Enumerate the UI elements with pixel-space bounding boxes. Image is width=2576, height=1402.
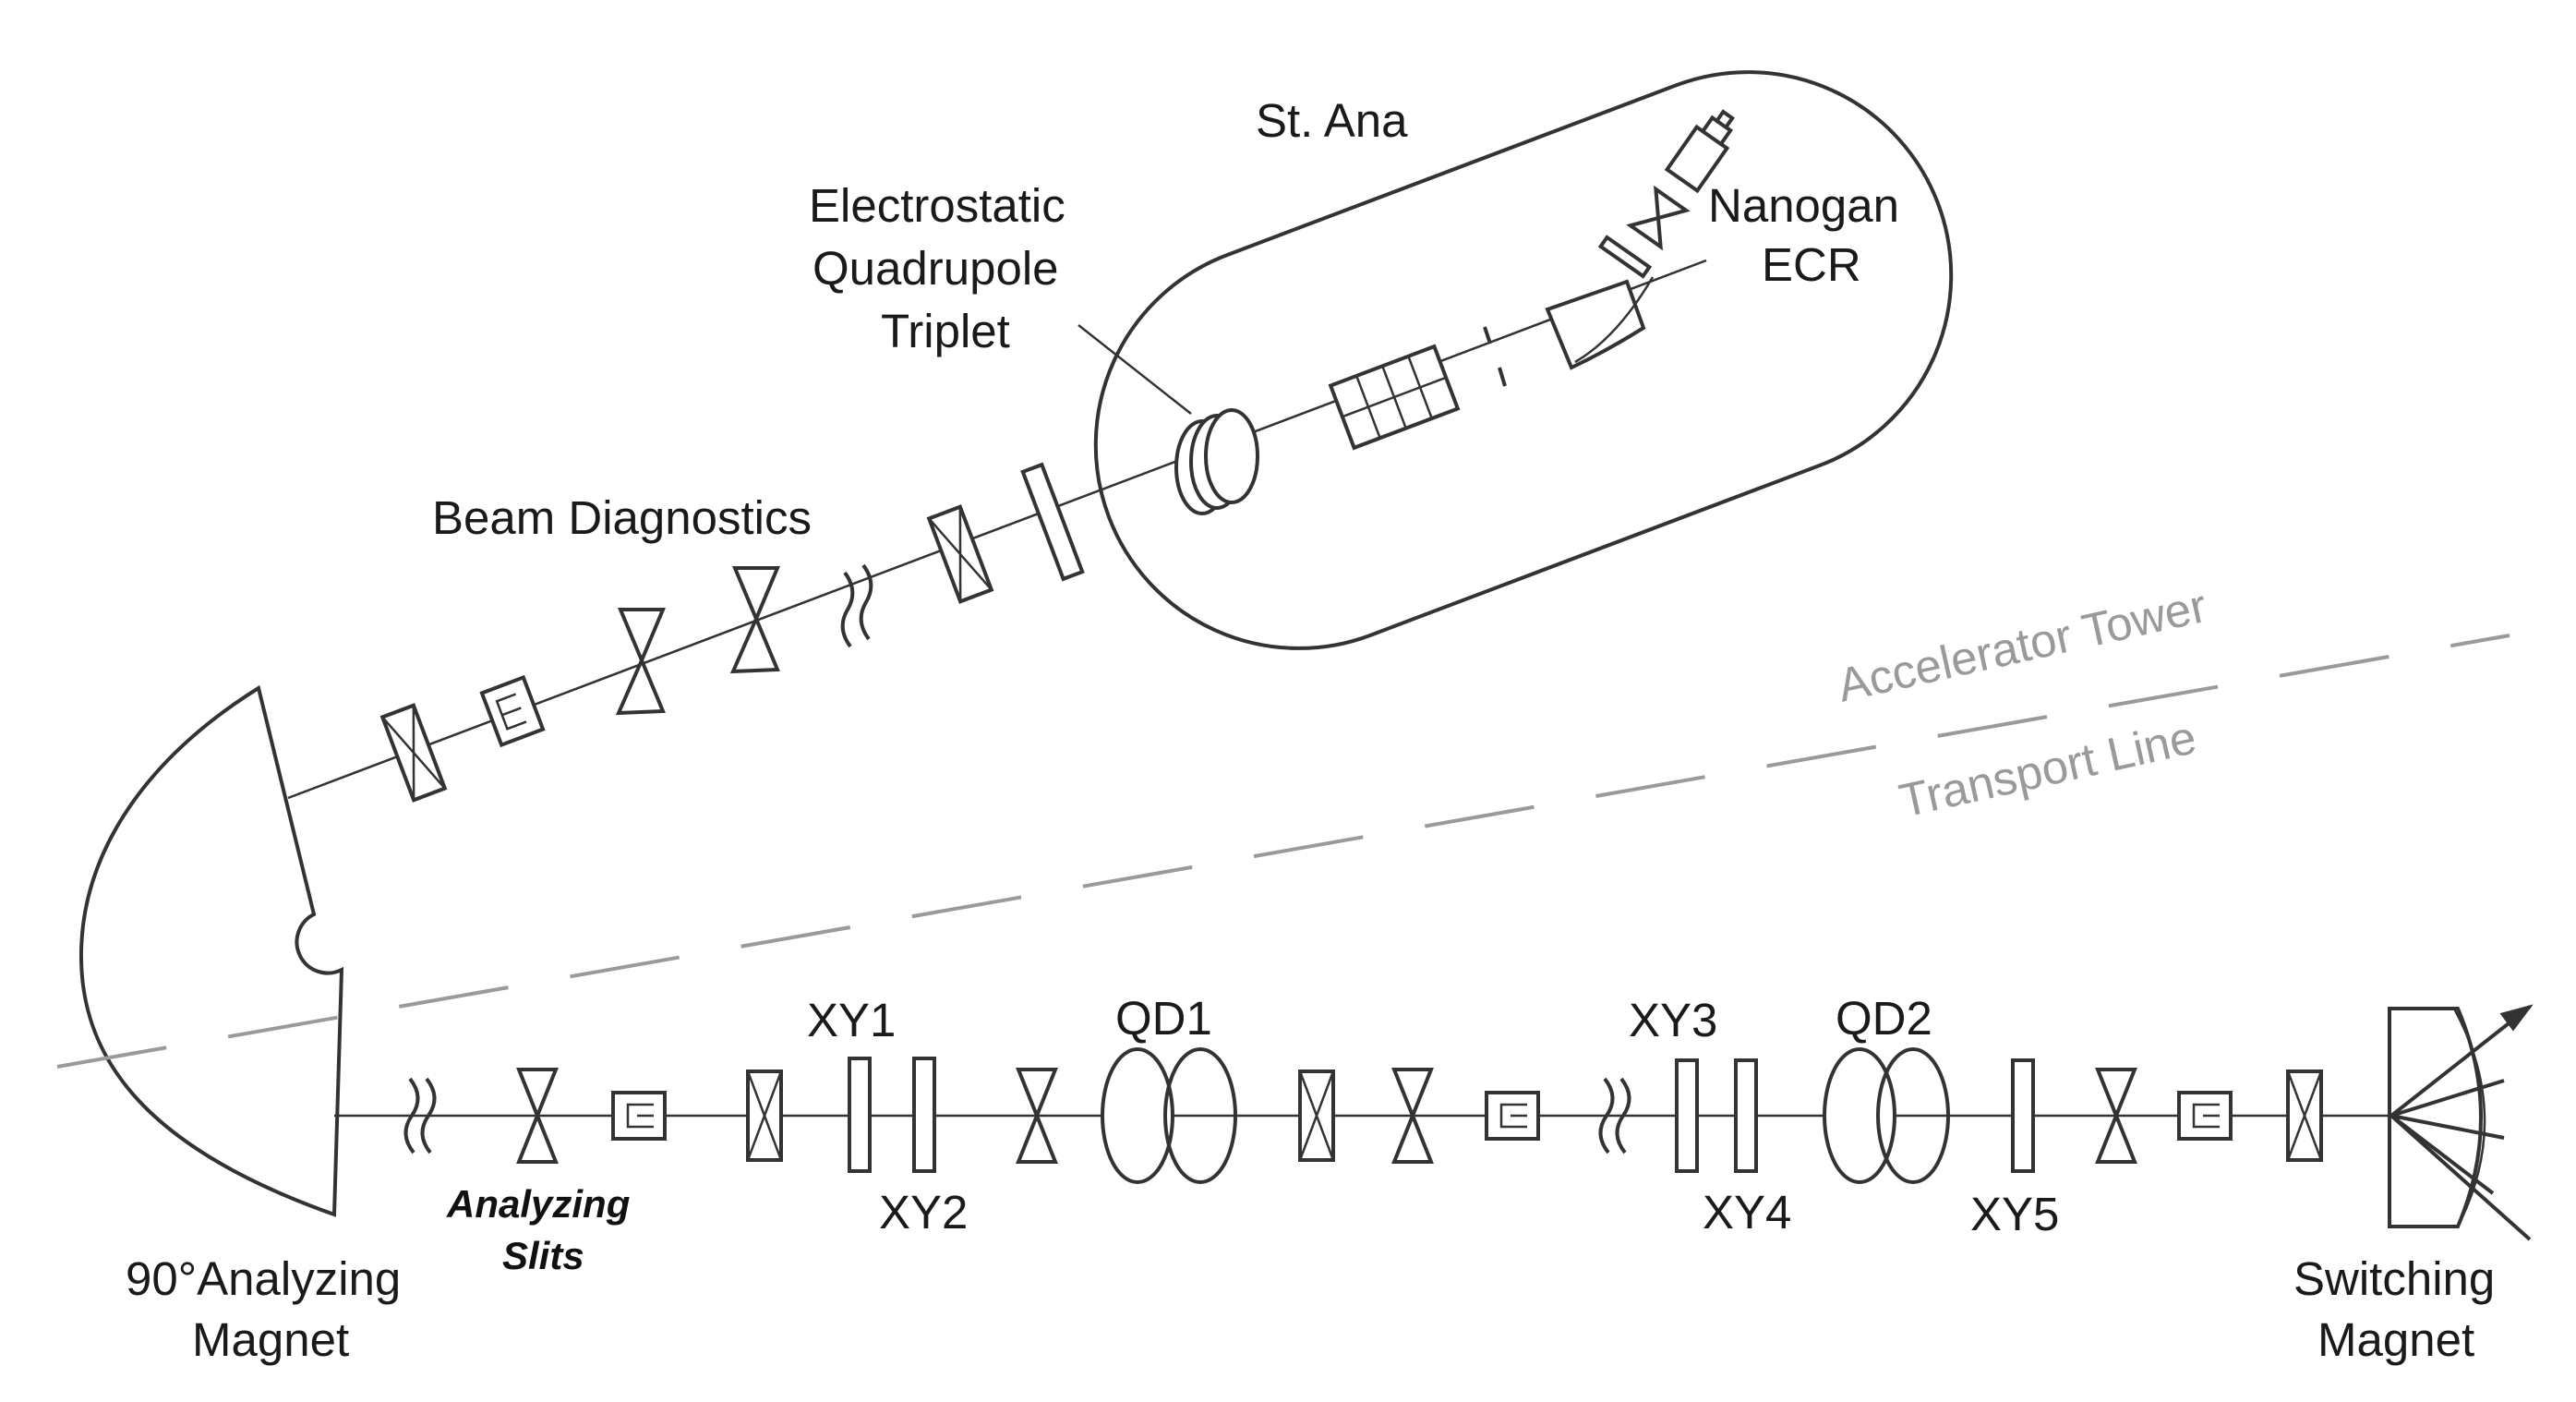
label-switching-magnet: Magnet — [2317, 1313, 2474, 1366]
lower-faraday-cup-2 — [1485, 1091, 1540, 1141]
label-accelerator-tower: Accelerator Tower — [1833, 579, 2211, 712]
electrostatic-quadrupole-triplet — [1174, 408, 1259, 515]
eqt-pointer — [1077, 324, 1192, 415]
lower-faraday-cup-1 — [611, 1091, 667, 1141]
st-ana-enclosure — [1093, 70, 1954, 650]
label-triplet: Triplet — [881, 305, 1010, 357]
label-ecr: ECR — [1762, 238, 1861, 291]
analyzing-magnet — [78, 684, 344, 1217]
label-xy3: XY3 — [1629, 994, 1717, 1046]
label-xy1: XY1 — [807, 994, 896, 1046]
nanogan-ecr-source — [1664, 109, 1735, 194]
lower-steerer-1 — [746, 1070, 783, 1162]
label-qd1: QD1 — [1115, 992, 1212, 1045]
label-switching: Switching — [2293, 1252, 2495, 1305]
lower-steerer-2 — [1298, 1070, 1335, 1162]
upper-slit — [1020, 462, 1085, 582]
lower-steerer-3 — [2286, 1070, 2323, 1162]
source-slit — [1597, 235, 1653, 279]
label-transport-line: Transport Line — [1895, 710, 2201, 827]
accelerator-grid — [1328, 344, 1461, 451]
label-beam-diagnostics: Beam Diagnostics — [432, 491, 812, 544]
tower-transport-divider — [56, 634, 2510, 1069]
xy3-steerer — [1675, 1058, 1699, 1173]
label-slits: Slits — [502, 1234, 584, 1277]
xy5-steerer — [2011, 1058, 2035, 1173]
aperture-marker — [1483, 326, 1507, 387]
lower-bellows-2 — [1598, 1077, 1631, 1154]
injection-magnet — [1545, 276, 1655, 370]
label-qd2: QD2 — [1836, 992, 1932, 1045]
qd2-quadrupole-doublet — [1823, 1047, 1950, 1184]
lower-faraday-cup-3 — [2177, 1091, 2233, 1141]
upper-bellows — [840, 563, 873, 648]
source-valve — [1626, 185, 1691, 251]
qd1-quadrupole-doublet — [1101, 1047, 1237, 1184]
upper-steerer-1 — [926, 504, 994, 604]
lower-bellows-1 — [403, 1077, 437, 1154]
label-90-analyzing: 90°Analyzing — [126, 1252, 401, 1305]
switching-magnet — [2388, 1004, 2534, 1241]
label-xy2: XY2 — [879, 1186, 968, 1239]
label-st-ana: St. Ana — [1256, 94, 1408, 147]
label-analyzing: Analyzing — [446, 1182, 630, 1226]
xy2-steerer — [912, 1057, 936, 1173]
upper-steerer-2 — [379, 703, 448, 803]
lower-valve-2 — [1391, 1068, 1434, 1164]
upper-valve-2 — [615, 608, 667, 716]
arrow-head-icon — [2499, 1004, 2534, 1032]
upper-valve-1 — [729, 566, 781, 674]
label-analyzing-magnet: Magnet — [192, 1313, 349, 1366]
xy4-steerer — [1734, 1058, 1758, 1173]
xy1-steerer — [848, 1057, 872, 1173]
analyzing-slits — [516, 1068, 559, 1164]
label-quadrupole: Quadrupole — [813, 242, 1059, 295]
label-electrostatic: Electrostatic — [809, 179, 1065, 232]
label-xy5: XY5 — [1970, 1188, 2059, 1240]
label-xy4: XY4 — [1703, 1186, 1791, 1239]
label-nanogan: Nanogan — [1708, 179, 1899, 232]
upper-faraday-cup — [479, 674, 546, 748]
lower-valve-1 — [1016, 1068, 1058, 1164]
lower-valve-3 — [2095, 1068, 2137, 1164]
